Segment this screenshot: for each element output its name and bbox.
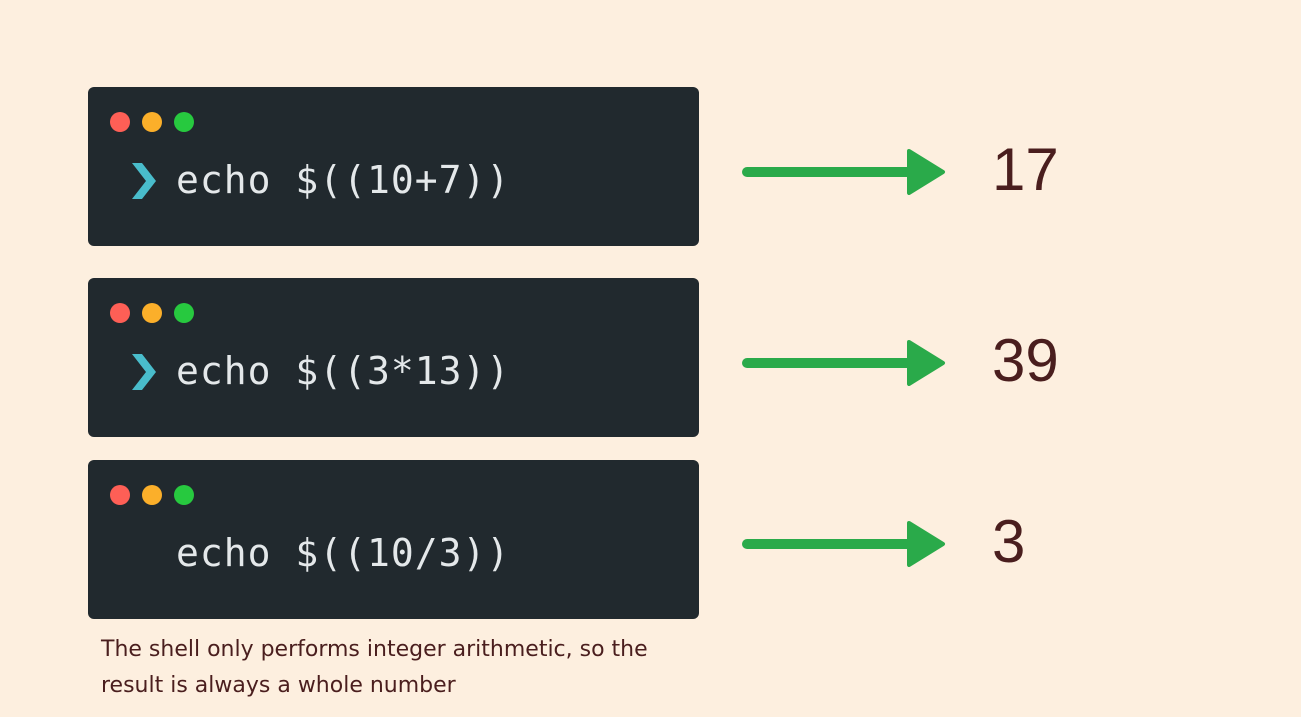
minimize-dot-icon[interactable] [142,485,162,505]
maximize-dot-icon[interactable] [174,112,194,132]
result-value-2: 39 [992,327,1059,394]
maximize-dot-icon[interactable] [174,485,194,505]
close-dot-icon[interactable] [110,485,130,505]
minimize-dot-icon[interactable] [142,303,162,323]
arrow-right-icon [742,149,945,195]
command-text: echo $((10/3)) [176,531,511,575]
terminal-window-2: echo $((3*13)) [88,278,699,437]
arrow-right-icon [742,340,945,386]
result-value-1: 17 [992,136,1059,203]
result-value-3: 3 [992,508,1026,575]
terminal-window-3: echo $((10/3)) [88,460,699,619]
command-line: echo $((10/3)) [128,530,510,576]
arrow-right-icon [742,521,945,567]
maximize-dot-icon[interactable] [174,303,194,323]
chevron-right-icon [128,157,158,203]
chevron-right-icon [128,348,158,394]
close-dot-icon[interactable] [110,303,130,323]
command-line: echo $((3*13)) [128,348,510,394]
close-dot-icon[interactable] [110,112,130,132]
command-text: echo $((10+7)) [176,158,511,202]
minimize-dot-icon[interactable] [142,112,162,132]
command-line: echo $((10+7)) [128,157,510,203]
prompt-placeholder [128,530,158,576]
explanation-note: The shell only performs integer arithmet… [101,637,648,698]
terminal-window-1: echo $((10+7)) [88,87,699,246]
command-text: echo $((3*13)) [176,349,511,393]
